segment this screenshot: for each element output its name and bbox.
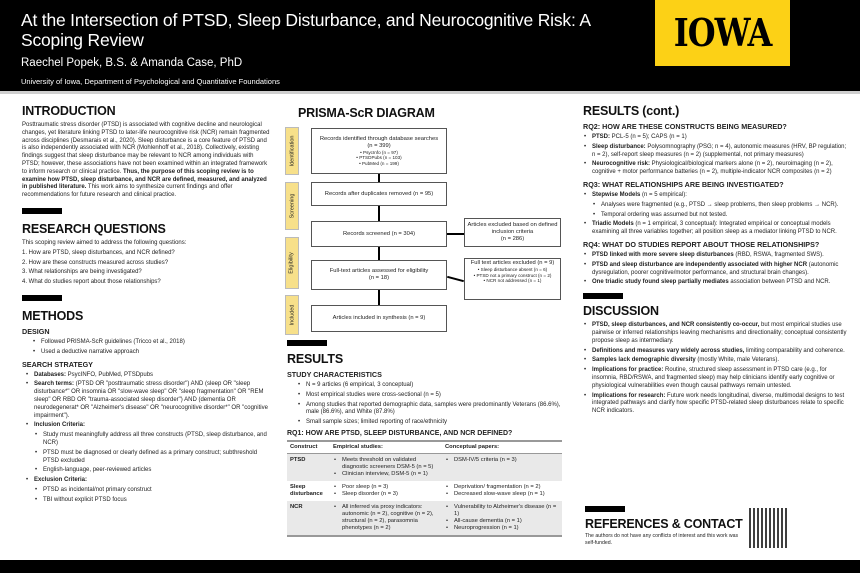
box-dedup: Records after duplicates removed (n = 95… — [311, 182, 447, 206]
list-item: PTSD linked with more severe sleep distu… — [583, 252, 848, 260]
results-cont-heading: RESULTS (cont.) — [583, 104, 680, 118]
authors: Raechel Popek, B.S. & Amanda Case, PhD — [21, 57, 243, 69]
box-ft-excluded: Full text articles excluded (n = 9) • Sl… — [464, 258, 561, 300]
list-item: One triadic study found sleep partially … — [583, 279, 848, 287]
rq4-heading: RQ4: WHAT DO STUDIES REPORT ABOUT THOSE … — [583, 239, 820, 249]
arrow-down — [378, 174, 380, 182]
list-item: Followed PRISMA-ScR guidelines (Tricco e… — [32, 339, 272, 347]
box-included: Articles included in synthesis (n = 9) — [311, 305, 447, 332]
divider — [583, 293, 623, 300]
references-heading: REFERENCES & CONTACT — [585, 517, 743, 531]
list-item: Inclusion Criteria: Study must meaningfu… — [25, 422, 272, 475]
arrow-right — [447, 233, 464, 235]
rq3-heading: RQ3: WHAT RELATIONSHIPS ARE BEING INVEST… — [583, 179, 784, 189]
box-fulltext: Full-text articles assessed for eligibil… — [311, 260, 447, 290]
arrow-down — [378, 247, 380, 260]
results-section: RESULTS STUDY CHARACTERISTICS N = 9 arti… — [287, 340, 562, 537]
list-item: PTSD: PCL-5 (n = 5); CAPS (n = 1) — [583, 134, 848, 142]
list-item: Small sample sizes; limited reporting of… — [297, 419, 562, 427]
search-heading: SEARCH STRATEGY — [22, 359, 93, 369]
rq-item: 1. How are PTSD, sleep disturbances, and… — [22, 249, 175, 256]
stage-identification: Identification — [285, 127, 299, 175]
arrow-down — [378, 290, 380, 305]
box-excluded: Articles excluded based on defined inclu… — [464, 218, 561, 247]
methods-heading: METHODS — [22, 308, 84, 323]
list-item: Databases: PsycINFO, PubMed, PTSDpubs — [25, 372, 272, 380]
list-item: TBI without explicit PTSD focus — [34, 497, 272, 505]
divider — [287, 340, 327, 346]
list-item: Neurocognitive risk: Physiological/biolo… — [583, 161, 848, 177]
char-heading: STUDY CHARACTERISTICS — [287, 370, 382, 379]
arrow-right — [447, 275, 464, 283]
char-list: N = 9 articles (6 empirical, 3 conceptua… — [287, 382, 562, 427]
design-list: Followed PRISMA-ScR guidelines (Tricco e… — [22, 339, 272, 357]
stage-eligibility: Eligibility — [285, 237, 299, 289]
stage-screening: Screening — [285, 182, 299, 230]
right-column: RESULTS (cont.) RQ2: HOW ARE THESE CONST… — [583, 104, 848, 418]
divider — [585, 506, 625, 512]
references-text: The authors do not have any conflicts of… — [585, 533, 739, 546]
rq3-list: Stepwise Models (n = 5 empirical): Analy… — [583, 192, 848, 237]
list-item: Samples lack demographic diversity (most… — [583, 357, 848, 365]
prisma-heading: PRISMA-ScR DIAGRAM — [298, 106, 435, 120]
rq-list: 1. How are PTSD, sleep disturbances, and… — [22, 250, 272, 287]
rq4-list: PTSD linked with more severe sleep distu… — [583, 252, 848, 287]
references-section: REFERENCES & CONTACT The authors do not … — [585, 506, 745, 546]
list-item: PTSD must be diagnosed or clearly define… — [34, 450, 272, 466]
box-screened: Records screened (n = 304) — [311, 221, 447, 247]
list-item: Most empirical studies were cross-sectio… — [297, 392, 562, 400]
table-row: PTSD Meets threshold on validated diagno… — [287, 453, 562, 481]
list-item: N = 9 articles (6 empirical, 3 conceptua… — [297, 382, 562, 390]
list-item: Sleep disturbance: Polysomnography (PSG;… — [583, 144, 848, 160]
prisma-diagram: Identification Screening Eligibility Inc… — [285, 125, 565, 340]
intro-heading: INTRODUCTION — [22, 104, 116, 118]
rq-heading: RESEARCH QUESTIONS — [22, 221, 166, 236]
results-heading: RESULTS — [287, 352, 344, 366]
stage-included: Included — [285, 295, 299, 335]
discussion-heading: DISCUSSION — [583, 304, 659, 319]
rq-item: 3. What relationships are being investig… — [22, 269, 142, 276]
rq1-heading: RQ1: HOW ARE PTSD, SLEEP DISTURBANCE, AN… — [287, 429, 513, 437]
list-item: Triadic Models (n = 1 empirical, 3 conce… — [583, 221, 848, 237]
rq-item: 4. What do studies report about those re… — [22, 279, 161, 286]
rq-item: 2. How are these constructs measured acr… — [22, 259, 169, 266]
rq2-list: PTSD: PCL-5 (n = 5); CAPS (n = 1) Sleep … — [583, 134, 848, 177]
list-item: PTSD and sleep disturbance are independe… — [583, 262, 848, 278]
rq-lead: This scoping review aimed to address the… — [22, 239, 187, 246]
design-heading: DESIGN — [22, 326, 50, 336]
list-item: Used a deductive narrative approach — [32, 349, 272, 357]
qr-code-icon[interactable] — [749, 508, 789, 548]
prisma-heading-wrap: PRISMA-ScR DIAGRAM — [298, 106, 558, 124]
search-list: Databases: PsycINFO, PubMed, PTSDpubs Se… — [22, 372, 272, 505]
list-item: PTSD as incidental/not primary construct — [34, 487, 272, 495]
list-item: Definitions and measures vary widely acr… — [583, 348, 848, 356]
table-row: Sleep disturbance Poor sleep (n = 3)Slee… — [287, 481, 562, 501]
table-row: NCR All inferred via proxy indicators: a… — [287, 500, 562, 536]
divider — [22, 294, 62, 301]
list-item: Implications for practice: Routine, stru… — [583, 367, 848, 390]
list-item: Implications for research: Future work n… — [583, 393, 848, 416]
box-identified: Records identified through database sear… — [311, 128, 447, 174]
footer-band — [0, 560, 860, 573]
list-item: Search terms: (PTSD OR "posttraumatic st… — [25, 381, 272, 420]
arrow-down — [378, 206, 380, 221]
list-item: English-language, peer-reviewed articles — [34, 467, 272, 475]
rq2-heading: RQ2: HOW ARE THESE CONSTRUCTS BEING MEAS… — [583, 122, 787, 131]
discussion-list: PTSD, sleep disturbances, and NCR consis… — [583, 322, 848, 416]
affiliation: University of Iowa, Department of Psycho… — [21, 77, 280, 86]
list-item: Study must meaningfully address all thre… — [34, 432, 272, 448]
list-item: PTSD, sleep disturbances, and NCR consis… — [583, 322, 848, 345]
iowa-logo: IOWA — [655, 0, 790, 66]
list-item: Stepwise Models (n = 5 empirical): Analy… — [583, 192, 848, 219]
intro-text: Posttraumatic stress disorder (PTSD) is … — [22, 122, 270, 199]
divider — [22, 207, 62, 214]
poster-header: At the Intersection of PTSD, Sleep Distu… — [0, 0, 860, 94]
left-column: INTRODUCTION Posttraumatic stress disord… — [22, 104, 272, 507]
list-item: Exclusion Criteria: PTSD as incidental/n… — [25, 477, 272, 504]
poster-title: At the Intersection of PTSD, Sleep Distu… — [21, 10, 590, 50]
list-item: Among studies that reported demographic … — [297, 402, 562, 418]
